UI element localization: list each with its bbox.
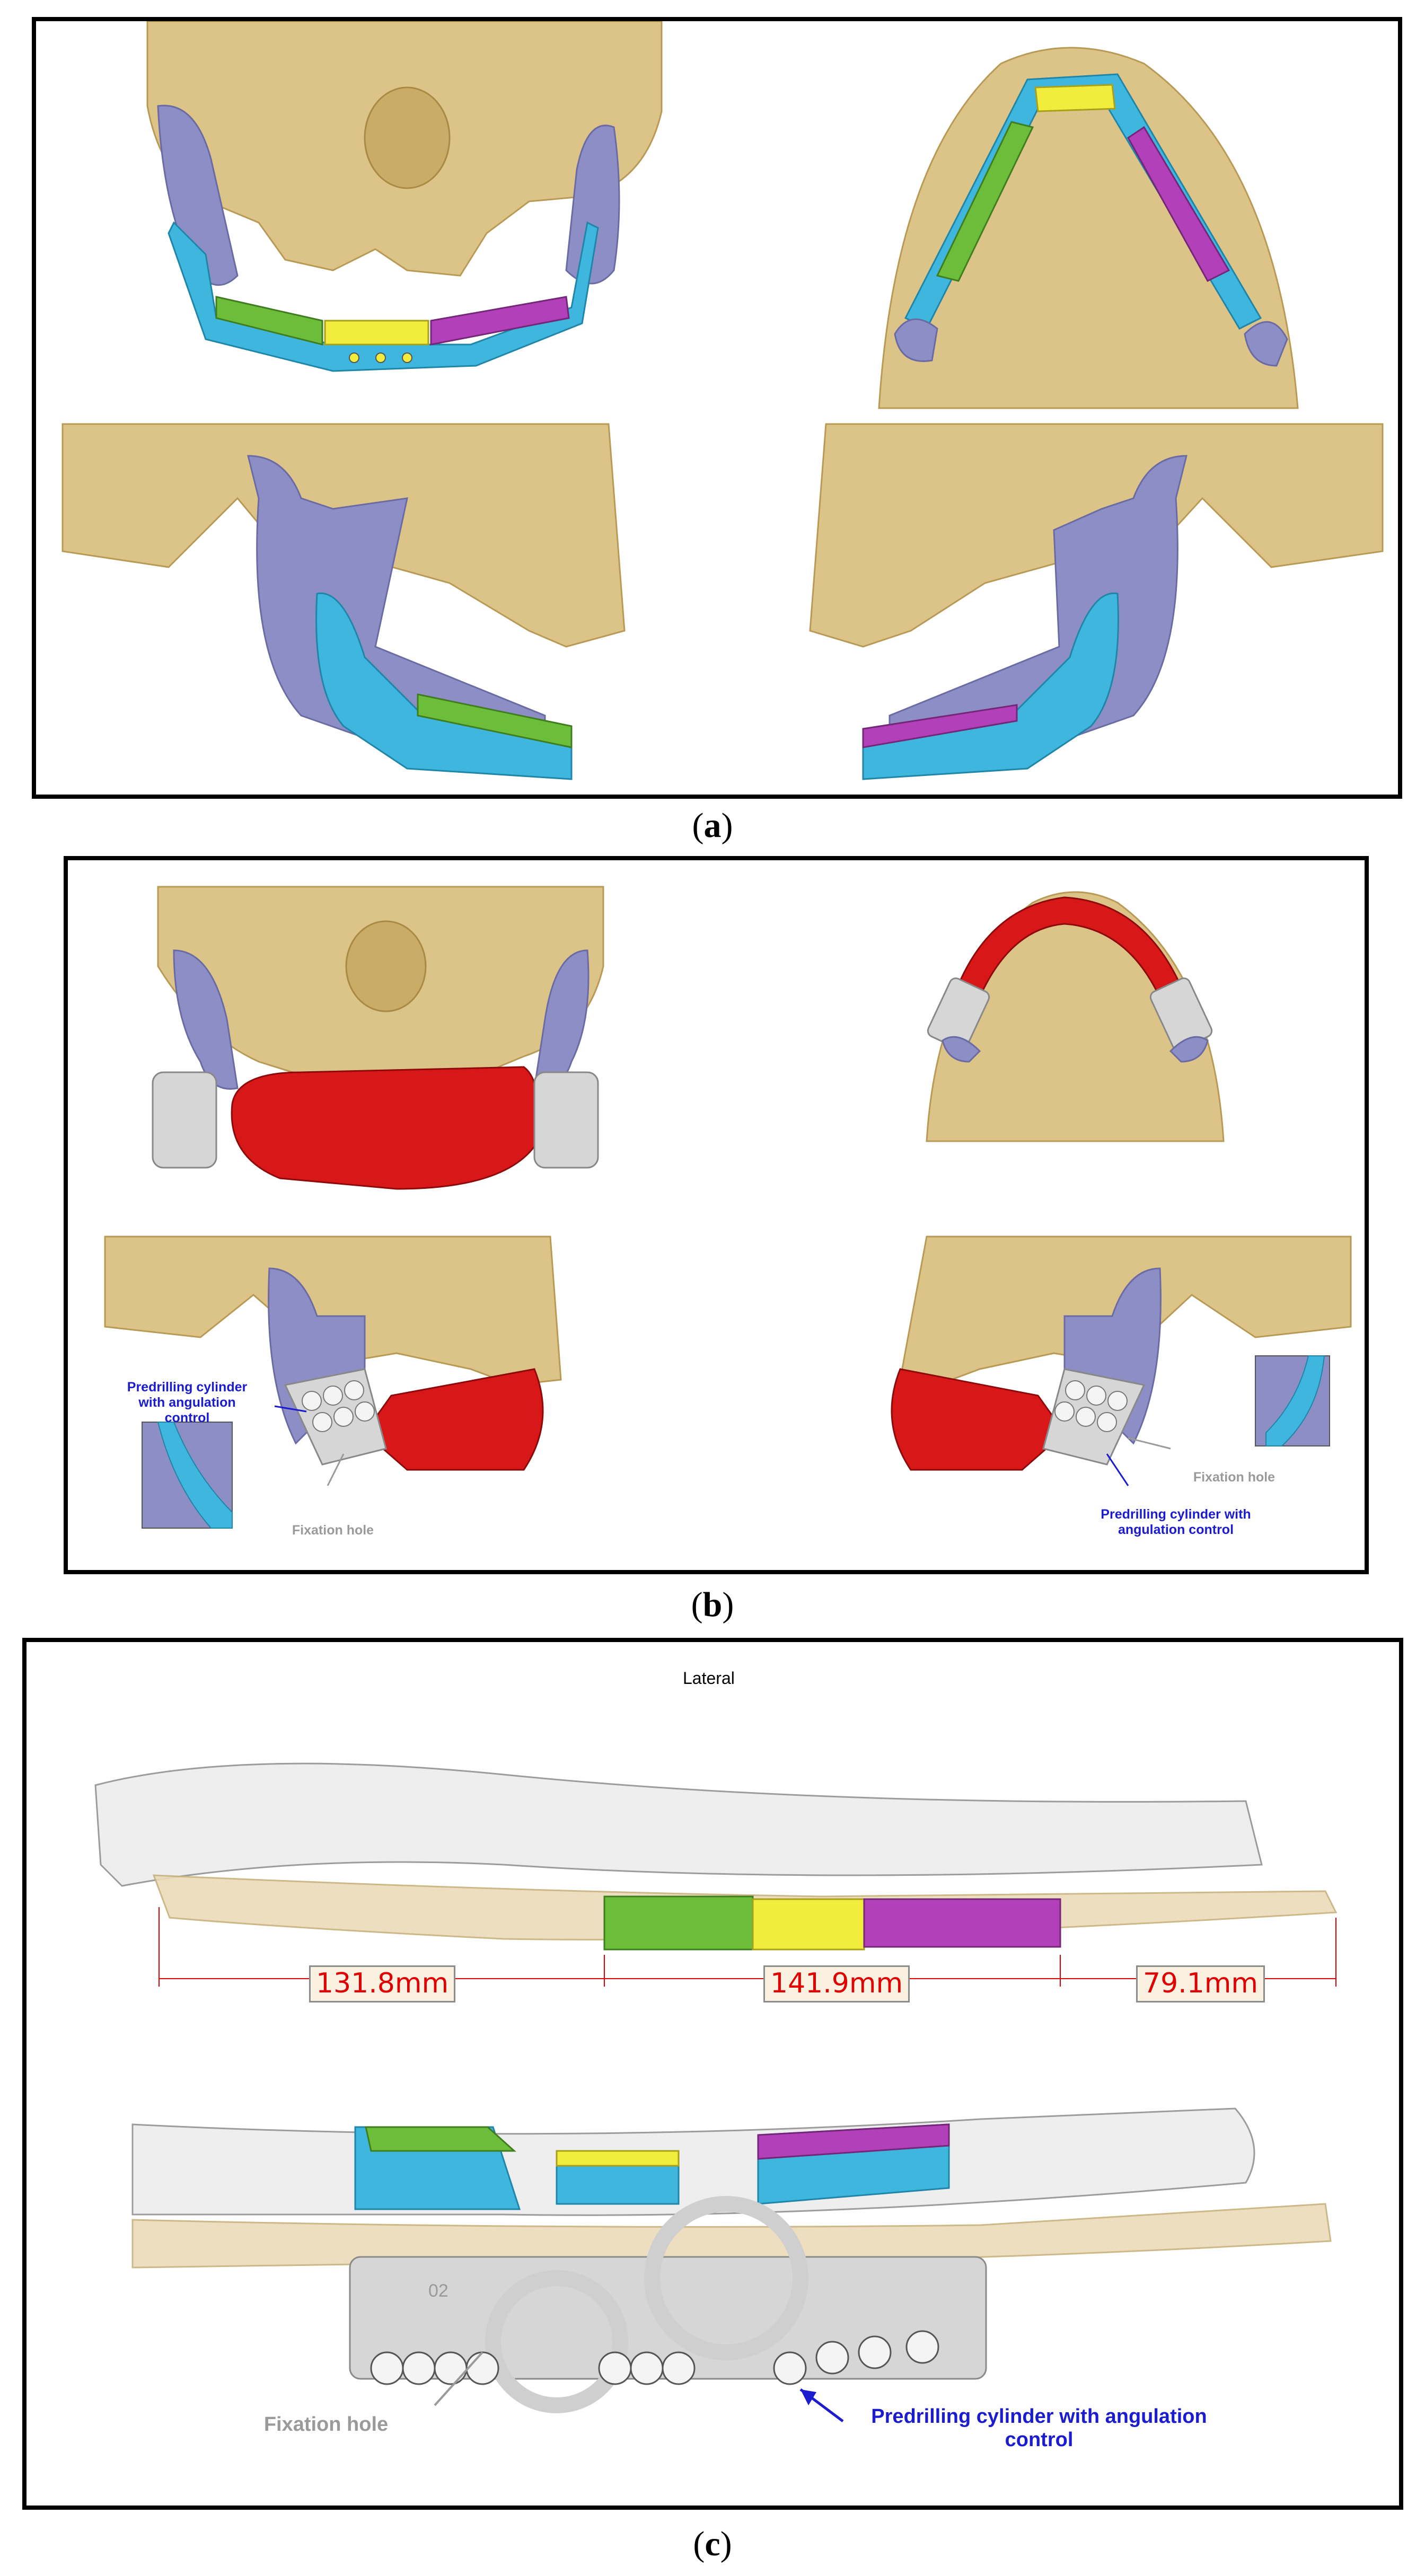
panel-a — [32, 17, 1402, 799]
view-label-lateral: Lateral — [683, 1669, 735, 1688]
caption-a: (a) — [692, 806, 733, 845]
measurement-2: 141.9mm — [763, 1965, 910, 2002]
guide-frontal-view — [152, 886, 604, 1190]
panel-a-illustration — [61, 21, 1384, 780]
guide-lateral-left-view — [104, 1236, 562, 1529]
mandible-frontal-view — [146, 21, 663, 372]
mandible-lateral-right-view — [809, 423, 1384, 780]
label-predrilling-cylinder-right: Predrilling cylinder with angulation con… — [1101, 1507, 1251, 1537]
label-predrilling-cylinder-left: Predrilling cylinder with angulation con… — [127, 1380, 248, 1425]
label-fixation-hole: Fixation hole — [263, 2413, 389, 2436]
panel-c: Lateral 131.8mm 141.9mm 79.1mm 02 Fixati… — [22, 1638, 1403, 2510]
caption-c: (c) — [693, 2525, 732, 2563]
guide-lateral-right-view — [891, 1236, 1352, 1486]
mandible-inferior-view — [878, 47, 1299, 409]
caption-b: (b) — [691, 1585, 734, 1624]
measurement-3: 79.1mm — [1136, 1965, 1265, 2002]
guide-inferior-view — [926, 891, 1225, 1142]
fibula-lateral-planning — [94, 1762, 1338, 1987]
label-predrilling-cylinder: Predrilling cylinder with angulation con… — [871, 2405, 1207, 2451]
measurement-1: 131.8mm — [309, 1965, 456, 2002]
panel-b: Predrilling cylinder with angulation con… — [64, 856, 1369, 1574]
fibula-with-guide — [131, 2107, 1332, 2422]
guide-number: 02 — [428, 2281, 448, 2301]
label-fixation-hole-left: Fixation hole — [292, 1523, 374, 1538]
label-fixation-hole-right: Fixation hole — [1193, 1470, 1276, 1485]
panel-c-illustration — [94, 1762, 1338, 2422]
mandible-lateral-left-view — [61, 423, 626, 780]
panel-b-illustration — [104, 886, 1352, 1529]
